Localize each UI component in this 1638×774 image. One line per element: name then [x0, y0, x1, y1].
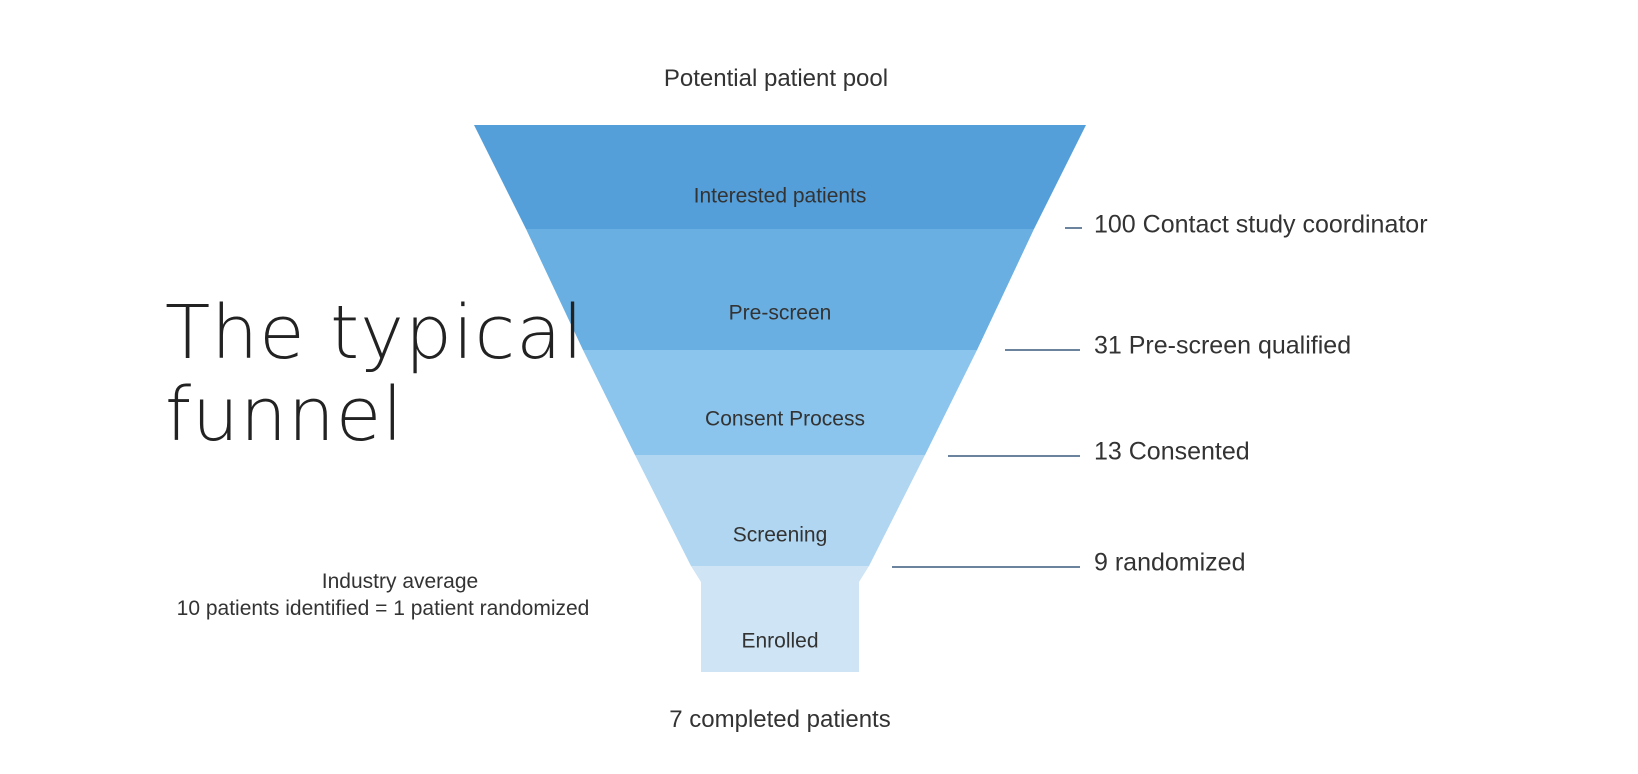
- industry-note-line-1: Industry average: [322, 570, 478, 593]
- side-label-randomized: 9 randomized: [1094, 549, 1245, 577]
- industry-note-line-2: 10 patients identified = 1 patient rando…: [177, 597, 590, 620]
- stage-label-prescreen: Pre-screen: [729, 302, 832, 325]
- funnel-stage-interested: [474, 125, 1086, 229]
- funnel-stage-consent: [583, 350, 977, 455]
- connector-lines: [892, 227, 1082, 568]
- stage-label-screening: Screening: [733, 524, 828, 547]
- bottom-label: 7 completed patients: [669, 706, 890, 733]
- side-label-contact: 100 Contact study coordinator: [1094, 211, 1428, 239]
- side-label-consented: 13 Consented: [1094, 438, 1250, 466]
- stage-label-consent: Consent Process: [705, 408, 865, 431]
- top-label: Potential patient pool: [664, 65, 888, 92]
- funnel-stage-screening: [635, 455, 925, 566]
- funnel-stage-prescreen: [526, 229, 1034, 350]
- funnel-stages: [474, 125, 1086, 672]
- stage-label-enrolled: Enrolled: [741, 630, 818, 653]
- stage-label-interested: Interested patients: [694, 185, 867, 208]
- funnel-stage-enrolled: [691, 566, 869, 672]
- side-label-prescreen: 31 Pre-screen qualified: [1094, 332, 1351, 360]
- heading-line-2: funnel: [165, 372, 404, 458]
- heading-line-1: The typical: [165, 290, 584, 376]
